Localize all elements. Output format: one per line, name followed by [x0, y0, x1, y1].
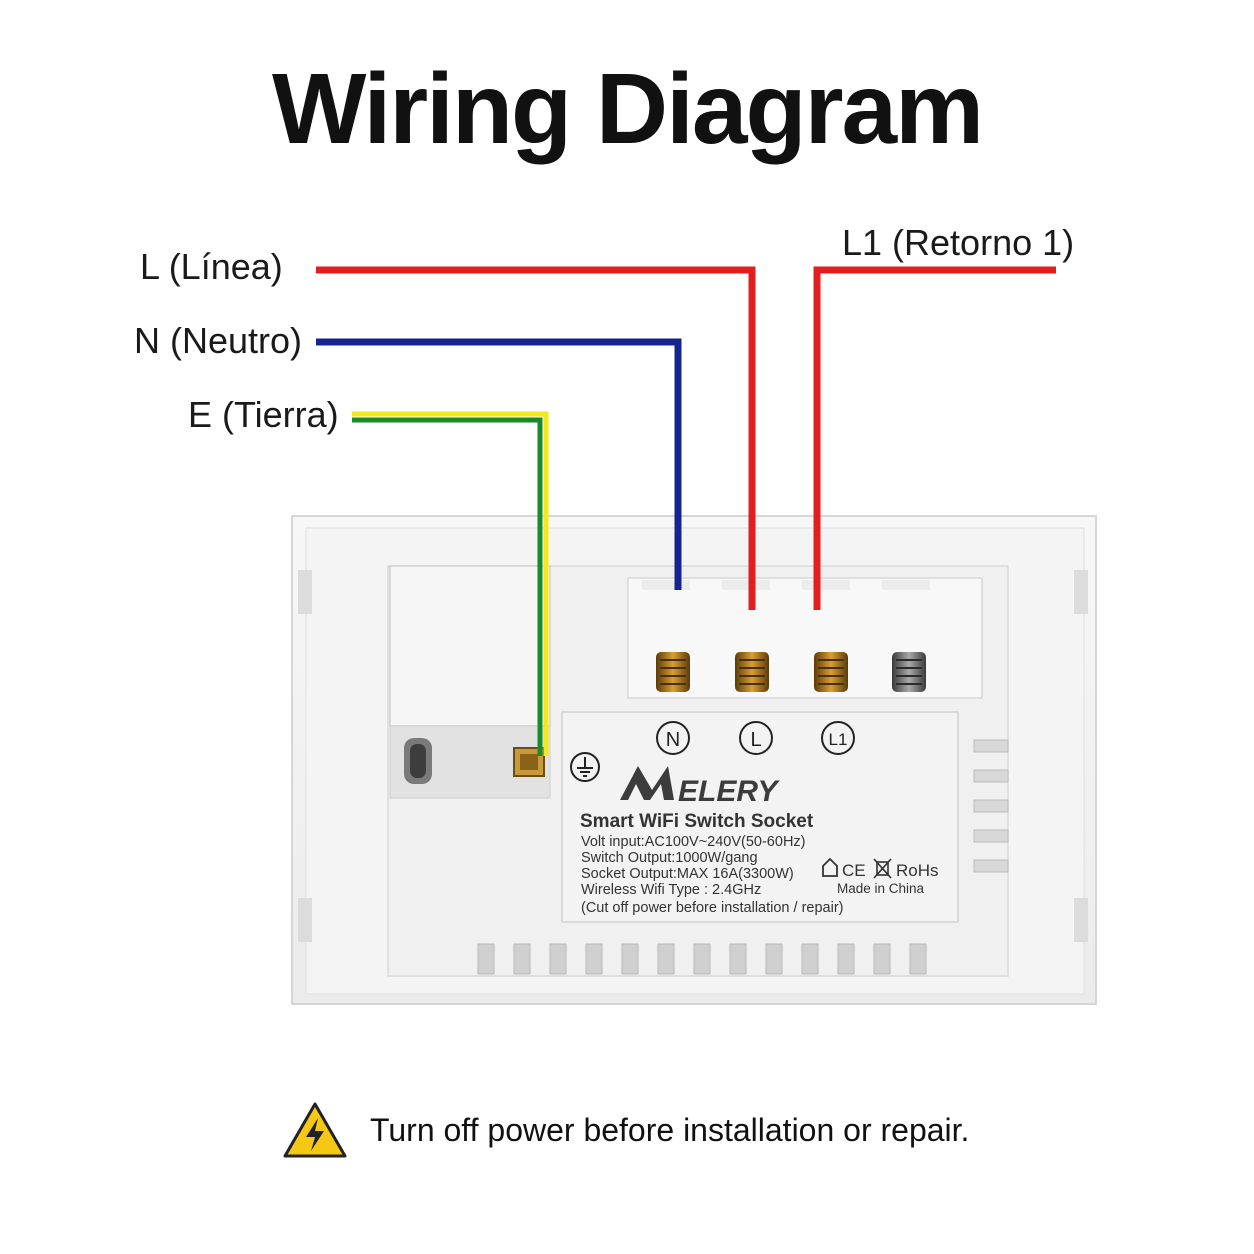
label-line: L (Línea) — [140, 246, 283, 287]
label-earth: E (Tierra) — [188, 394, 339, 435]
device-label — [561, 711, 959, 923]
terminal-screw-spare — [892, 652, 926, 692]
terminal-screw-l — [735, 652, 769, 692]
bottom-vents — [477, 943, 927, 975]
terminal-screw-l1 — [814, 652, 848, 692]
spec-switch: Switch Output:1000W/gang — [581, 850, 758, 866]
label-neutral: N (Neutro) — [134, 320, 303, 361]
brand-text: ELERY — [678, 775, 780, 808]
page-title: Wiring Diagram — [271, 53, 984, 165]
origin-text: Made in China — [837, 881, 925, 896]
terminal-l-text: L — [750, 729, 761, 751]
spec-wifi: Wireless Wifi Type : 2.4GHz — [581, 882, 761, 898]
wire-return1 — [813, 266, 1056, 610]
terminal-marker-l — [739, 721, 773, 755]
warning-notice: Turn off power before installation or re… — [282, 1098, 969, 1162]
warning-text: Turn off power before installation or re… — [370, 1111, 970, 1148]
product-name: Smart WiFi Switch Socket — [580, 811, 814, 832]
spec-volt: Volt input:AC100V~240V(50-60Hz) — [581, 834, 806, 850]
ce-mark: CE — [842, 861, 866, 880]
terminal-n-text: N — [666, 729, 680, 751]
spec-socket: Socket Output:MAX 16A(3300W) — [581, 866, 794, 882]
terminal-marker-l1 — [821, 721, 855, 755]
home-icon — [822, 857, 838, 877]
earth-symbol-icon — [570, 752, 600, 782]
warning-triangle-icon — [283, 1102, 347, 1158]
terminal-marker-n — [656, 721, 690, 755]
terminal-l1-text: L1 — [829, 730, 848, 749]
brand-logo: ELERY — [620, 766, 780, 808]
side-vents — [973, 739, 1009, 873]
terminal-screw-n — [656, 652, 690, 692]
wire-earth — [352, 411, 549, 756]
switch-device: N L L1 ELERY Smart WiFi Switch Socket Vo… — [291, 515, 1097, 1005]
rohs-mark: RoHs — [896, 861, 939, 880]
weee-bin-icon — [873, 858, 892, 879]
spec-caution: (Cut off power before installation / rep… — [581, 900, 843, 916]
label-return1: L1 (Retorno 1) — [842, 222, 1075, 263]
wire-line — [316, 266, 756, 610]
wire-neutral — [316, 338, 682, 590]
